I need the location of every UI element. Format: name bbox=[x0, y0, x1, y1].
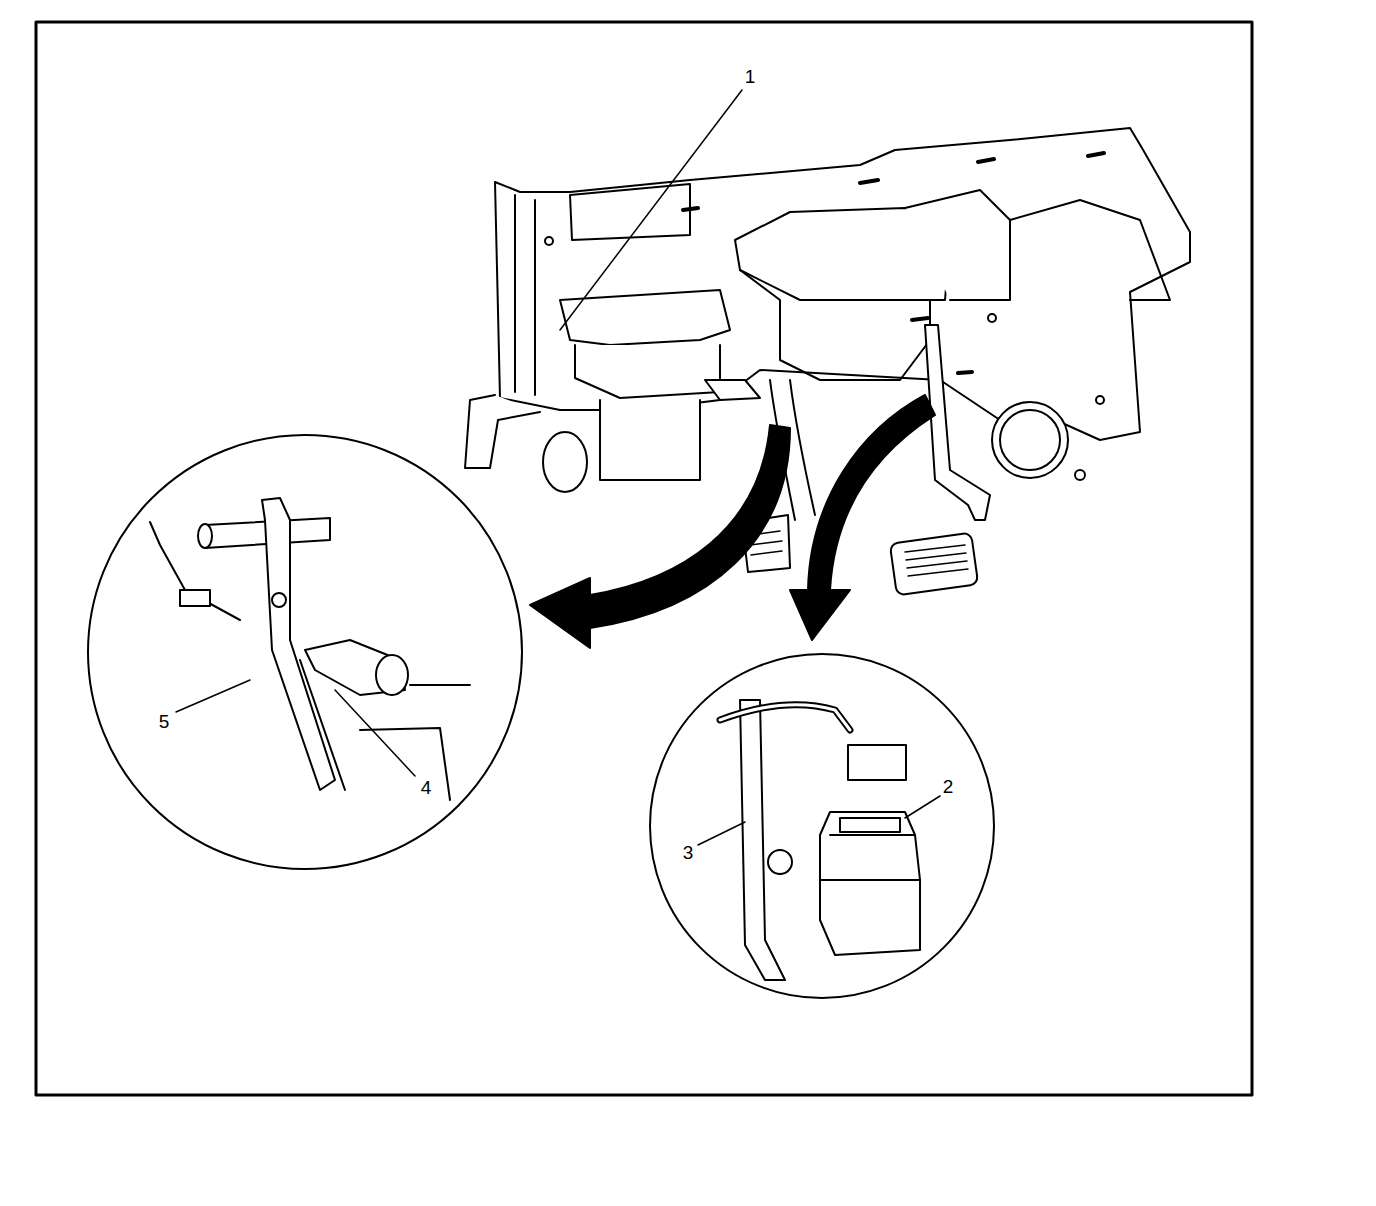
harness-connector bbox=[848, 745, 906, 780]
leader-line bbox=[335, 690, 415, 776]
leader-line bbox=[176, 680, 250, 712]
studs bbox=[683, 153, 1104, 373]
brake-pedal-pad bbox=[890, 533, 978, 596]
hole bbox=[1075, 470, 1085, 480]
duct bbox=[740, 270, 930, 380]
panel-edge bbox=[360, 728, 450, 800]
callout-arrow bbox=[790, 395, 935, 640]
panel-foot bbox=[465, 395, 540, 468]
switch-socket bbox=[840, 818, 900, 832]
leader-lines bbox=[176, 90, 940, 845]
bracket bbox=[1010, 200, 1170, 300]
panel-edge bbox=[515, 195, 535, 395]
booster bbox=[992, 402, 1068, 478]
callout-arrow bbox=[530, 425, 790, 648]
connector bbox=[180, 590, 210, 606]
bracket bbox=[905, 190, 1010, 300]
wire-harness bbox=[720, 705, 850, 730]
pedal-arm bbox=[740, 700, 785, 980]
wire-harness bbox=[720, 705, 850, 730]
hole bbox=[272, 593, 286, 607]
leader-line bbox=[905, 796, 940, 818]
rod-end bbox=[198, 524, 212, 548]
callout-number: 1 bbox=[745, 67, 756, 86]
pad-ribs bbox=[905, 545, 968, 576]
callout-number: 4 bbox=[421, 778, 432, 797]
leader-line bbox=[698, 822, 745, 845]
bracket bbox=[570, 184, 690, 240]
switch-body bbox=[820, 812, 920, 955]
hole bbox=[988, 314, 996, 322]
clip bbox=[705, 380, 760, 400]
brake-pedal-arm bbox=[925, 325, 990, 520]
brace bbox=[575, 345, 720, 398]
callout-number: 5 bbox=[159, 712, 170, 731]
plunger bbox=[376, 655, 408, 695]
brace bbox=[560, 290, 730, 345]
detail-circle bbox=[88, 435, 522, 869]
dash-panel bbox=[495, 128, 1190, 440]
leader-line bbox=[560, 90, 742, 330]
pedal-arm bbox=[262, 498, 335, 790]
hole bbox=[545, 237, 553, 245]
callout-number: 3 bbox=[683, 843, 694, 862]
opening bbox=[543, 432, 587, 492]
switch-edge bbox=[820, 835, 920, 880]
detail-circle bbox=[650, 654, 994, 998]
column bbox=[600, 400, 700, 480]
callout-number: 2 bbox=[943, 777, 954, 796]
hole bbox=[1096, 396, 1104, 404]
frame bbox=[36, 22, 1252, 1095]
hole bbox=[768, 850, 792, 874]
booster bbox=[1000, 410, 1060, 470]
panel-edge bbox=[300, 660, 470, 790]
